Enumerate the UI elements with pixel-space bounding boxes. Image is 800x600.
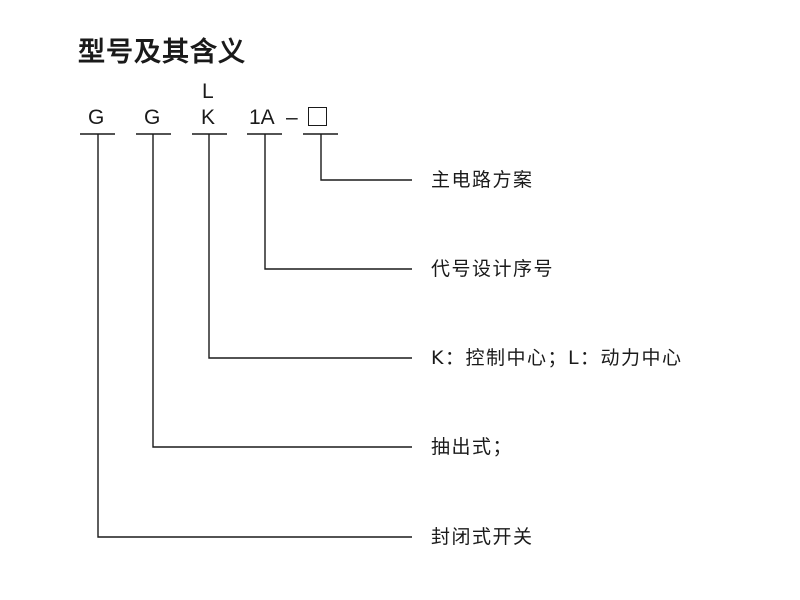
- model-code-superscript-l: L: [202, 80, 214, 103]
- model-code-g-1: G: [88, 106, 105, 129]
- leader-drawout: [152, 134, 412, 448]
- desc-drawout: 抽出式；: [431, 436, 514, 458]
- leader-enclosed: [97, 134, 412, 538]
- model-code-dash: –: [286, 106, 298, 129]
- empty-square-icon: [308, 107, 327, 126]
- model-code-1a: 1A: [249, 106, 275, 129]
- desc-main-circuit: 主电路方案: [431, 169, 534, 191]
- leader-control-power: [208, 134, 412, 359]
- page-title: 型号及其含义: [78, 37, 246, 68]
- leader-main-circuit: [320, 134, 412, 181]
- model-code-k: K: [201, 106, 216, 129]
- desc-control-power: K：控制中心；L：动力中心: [431, 347, 683, 369]
- model-code-g-2: G: [144, 106, 161, 129]
- desc-design-serial: 代号设计序号: [431, 258, 555, 280]
- desc-enclosed: 封闭式开关: [431, 526, 534, 548]
- leader-design-serial: [264, 134, 412, 270]
